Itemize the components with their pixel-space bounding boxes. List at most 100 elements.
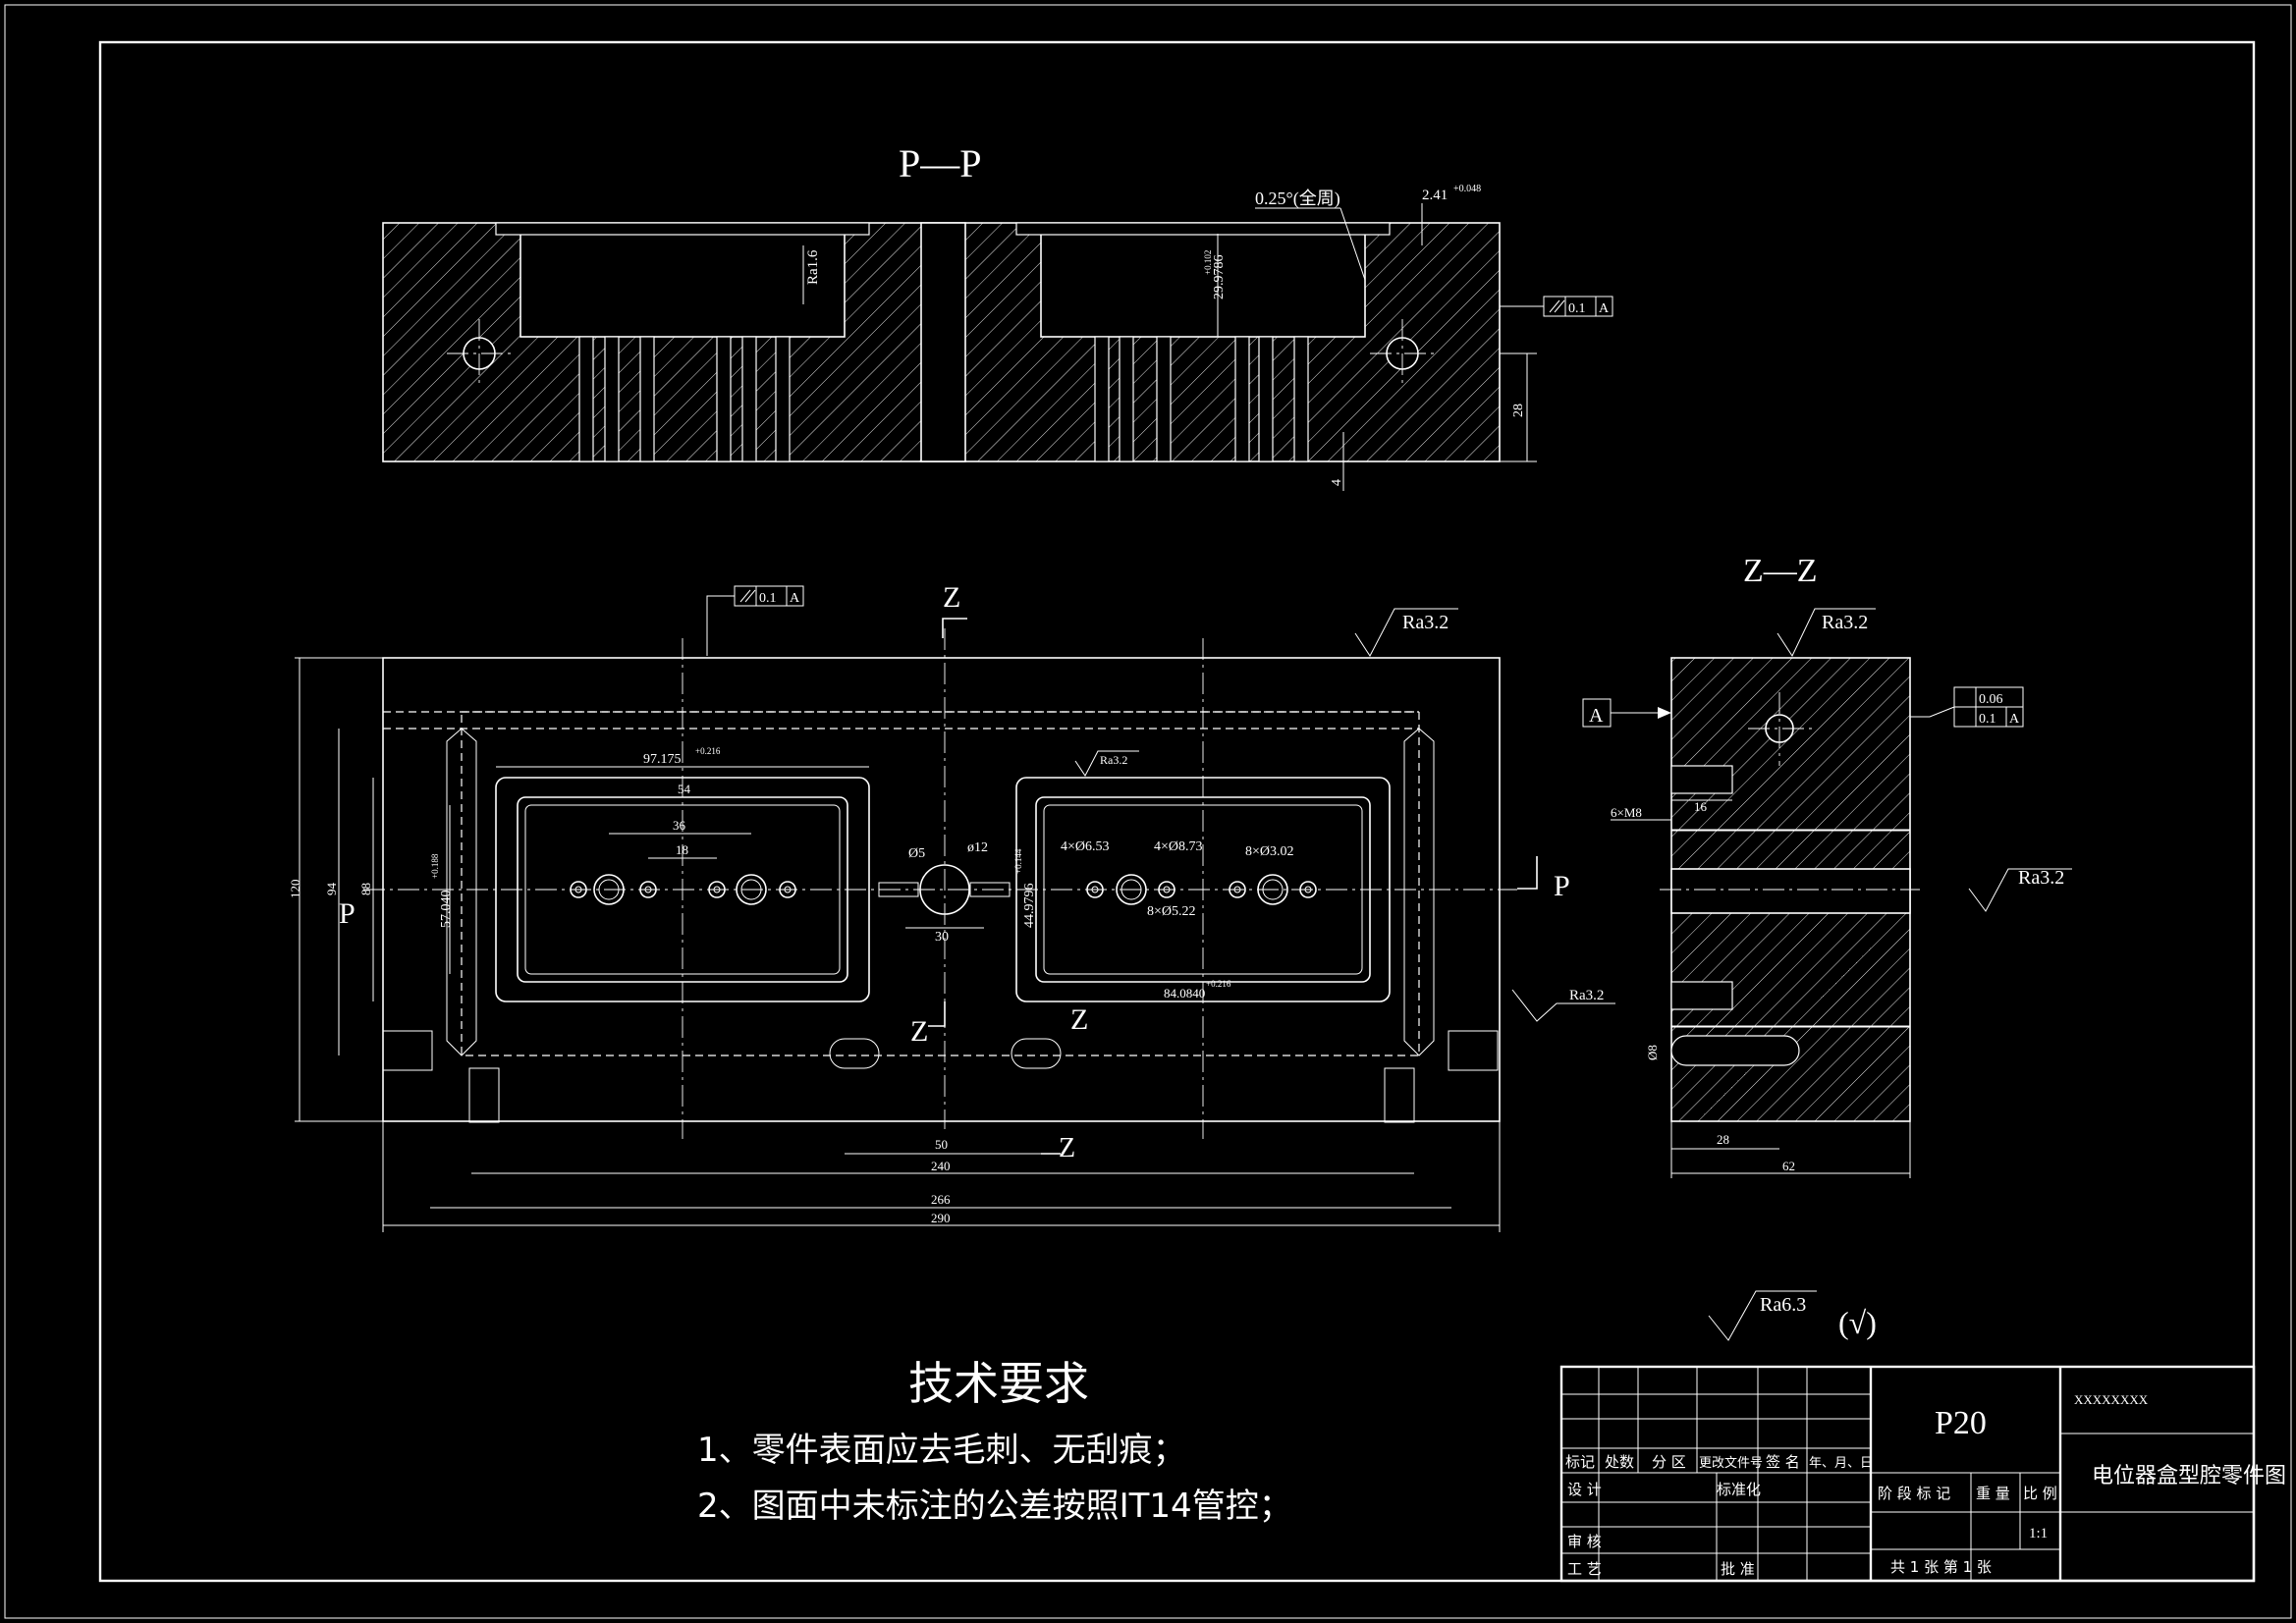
section-view-pp: P—P 0.25°(全周 [382,141,1613,491]
svg-text:290: 290 [931,1211,951,1225]
requirement-1: 1、零件表面应去毛刺、无刮痕； [697,1431,1186,1470]
svg-text:A: A [1599,301,1610,316]
requirement-2: 2、图面中未标注的公差按照IT14管控； [697,1487,1292,1526]
svg-text:处数: 处数 [1605,1453,1634,1471]
svg-text:120: 120 [288,880,302,899]
svg-text:1:1: 1:1 [2029,1526,2048,1542]
cavity-left [519,232,846,338]
parallel-tol-frame: 0.1 A [1500,296,1613,317]
svg-text:57.040: 57.040 [439,891,454,929]
svg-text:94: 94 [324,883,339,896]
dim-4: 4 [1330,479,1344,486]
svg-text:A: A [1589,705,1604,727]
svg-text:分 区: 分 区 [1652,1453,1686,1471]
sprue-channel [920,222,966,462]
svg-text:A: A [2009,712,2020,727]
cut-p-left: P [339,897,355,930]
svg-text:0.06: 0.06 [1979,692,2003,707]
svg-text:更改文件号: 更改文件号 [1699,1456,1763,1471]
svg-text:6×M8: 6×M8 [1611,805,1642,820]
cavity-right-step [1015,222,1391,236]
svg-text:4×Ø6.53: 4×Ø6.53 [1061,839,1110,854]
svg-text:+0.144: +0.144 [1013,848,1023,874]
drawing-code: XXXXXXXX [2074,1392,2149,1407]
svg-text:240: 240 [931,1159,951,1173]
section-pp-title: P—P [899,141,982,186]
svg-text:8×Ø3.02: 8×Ø3.02 [1245,844,1294,859]
svg-text:工 艺: 工 艺 [1567,1560,1602,1578]
svg-text:+0.188: +0.188 [430,853,440,879]
svg-text:阶 段 标 记: 阶 段 标 记 [1878,1485,1950,1502]
svg-text:ø12: ø12 [967,840,988,855]
title-block: P20 XXXXXXXX 电位器盒型腔零件图 标记 处数 分 区 更改文件号 签… [1559,1365,2286,1583]
plate-inner [461,711,1420,1056]
outer-frame [4,4,2292,1619]
depth-dim: 2.41 [1422,188,1448,203]
svg-text:审 核: 审 核 [1567,1533,1602,1550]
svg-text:4×Ø8.73: 4×Ø8.73 [1154,839,1203,854]
svg-text:30: 30 [935,930,949,945]
svg-text:36: 36 [673,818,686,833]
svg-text:Ø8: Ø8 [1645,1045,1660,1060]
ra-cavity: Ra3.2 [1100,753,1127,767]
svg-text:54: 54 [678,782,691,796]
svg-text:0.1: 0.1 [759,591,777,606]
ra-top-right: Ra3.2 [1402,612,1449,633]
svg-text:0.1: 0.1 [1568,301,1586,316]
svg-text:50: 50 [935,1137,948,1152]
svg-text:年、月、日: 年、月、日 [1809,1456,1873,1471]
svg-text:Ø5: Ø5 [908,846,925,861]
svg-text:62: 62 [1782,1159,1795,1173]
svg-text:设 计: 设 计 [1567,1481,1602,1498]
svg-text:28: 28 [1717,1132,1729,1147]
plan-parallel-frame: 0.1 A [706,585,804,656]
svg-text:Ra6.3: Ra6.3 [1760,1294,1806,1316]
cavity-right [1040,232,1366,338]
requirements-title: 技术要求 [908,1357,1089,1410]
technical-requirements: 技术要求 1、零件表面应去毛刺、无刮痕； 2、图面中未标注的公差按照IT14管控… [697,1357,1292,1526]
plan-view: Z P P Z Z Z 0.1 A Ra3.2 Ra3.2 Ra3.2 97.1… [288,581,1615,1232]
svg-text:18: 18 [676,842,688,857]
section-view-zz: Z—Z A 0.06 0.1 A Ra3.2 [1582,553,2072,1178]
svg-text:A: A [790,591,800,606]
ra-plan-side: Ra3.2 [1569,988,1604,1003]
general-roughness: Ra6.3 (√) [1708,1290,1877,1341]
ejector-holes [578,336,1309,462]
angle-note: 0.25°(全周) [1255,189,1340,209]
svg-text:比 例: 比 例 [2023,1485,2057,1502]
inner-frame [98,40,2256,1583]
sprue-circle [919,864,970,915]
svg-text:+0.216: +0.216 [1206,979,1231,989]
svg-text:+0.216: +0.216 [695,746,721,756]
svg-text:批 准: 批 准 [1721,1560,1755,1578]
cut-p-right: P [1554,870,1570,902]
cavity-depth-tol: +0.102 [1203,250,1213,275]
svg-text:标准化: 标准化 [1717,1481,1761,1498]
section-zz-title: Z—Z [1743,553,1818,589]
svg-text:16: 16 [1694,799,1708,814]
svg-text:0.1: 0.1 [1979,712,1996,727]
depth-tol: +0.048 [1453,184,1481,194]
drawing-name: 电位器盒型腔零件图 [2092,1464,2286,1488]
material: P20 [1935,1405,1987,1441]
svg-text:(√): (√) [1838,1305,1877,1340]
zz-tolerance-frames: 0.06 0.1 A [1910,686,2024,728]
cut-z-mid2: Z [1070,1003,1088,1036]
svg-text:97.175: 97.175 [643,752,682,767]
cavity-depth: 29.9786 [1212,255,1227,300]
ra16-label: Ra1.6 [805,249,821,285]
svg-text:88: 88 [358,883,373,895]
cut-z-bottom: Z [1059,1133,1075,1163]
svg-text:8×Ø5.22: 8×Ø5.22 [1147,904,1196,919]
svg-text:重 量: 重 量 [1976,1485,2010,1502]
svg-text:标记: 标记 [1565,1453,1595,1471]
dim-28-v: 28 [1511,404,1526,417]
svg-text:签 名: 签 名 [1766,1453,1800,1471]
svg-text:Ra3.2: Ra3.2 [2018,867,2064,889]
svg-text:266: 266 [931,1192,951,1207]
svg-text:Ra3.2: Ra3.2 [1822,612,1868,633]
svg-text:44.9796: 44.9796 [1022,884,1037,929]
cut-z-mid1: Z [910,1015,928,1048]
cavity-left-step [495,222,870,236]
